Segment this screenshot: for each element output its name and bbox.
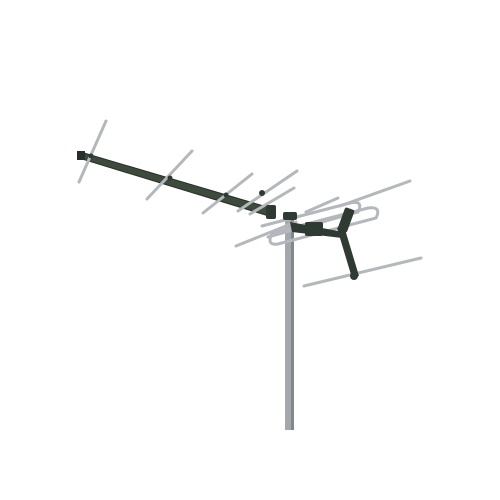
mast-shade — [291, 216, 294, 430]
director-elements — [77, 119, 299, 216]
element-clips — [88, 153, 265, 198]
mast — [285, 216, 294, 430]
mounting-bracket — [266, 205, 359, 280]
boom-end-cap — [77, 151, 85, 160]
dipole-loops — [260, 196, 380, 246]
